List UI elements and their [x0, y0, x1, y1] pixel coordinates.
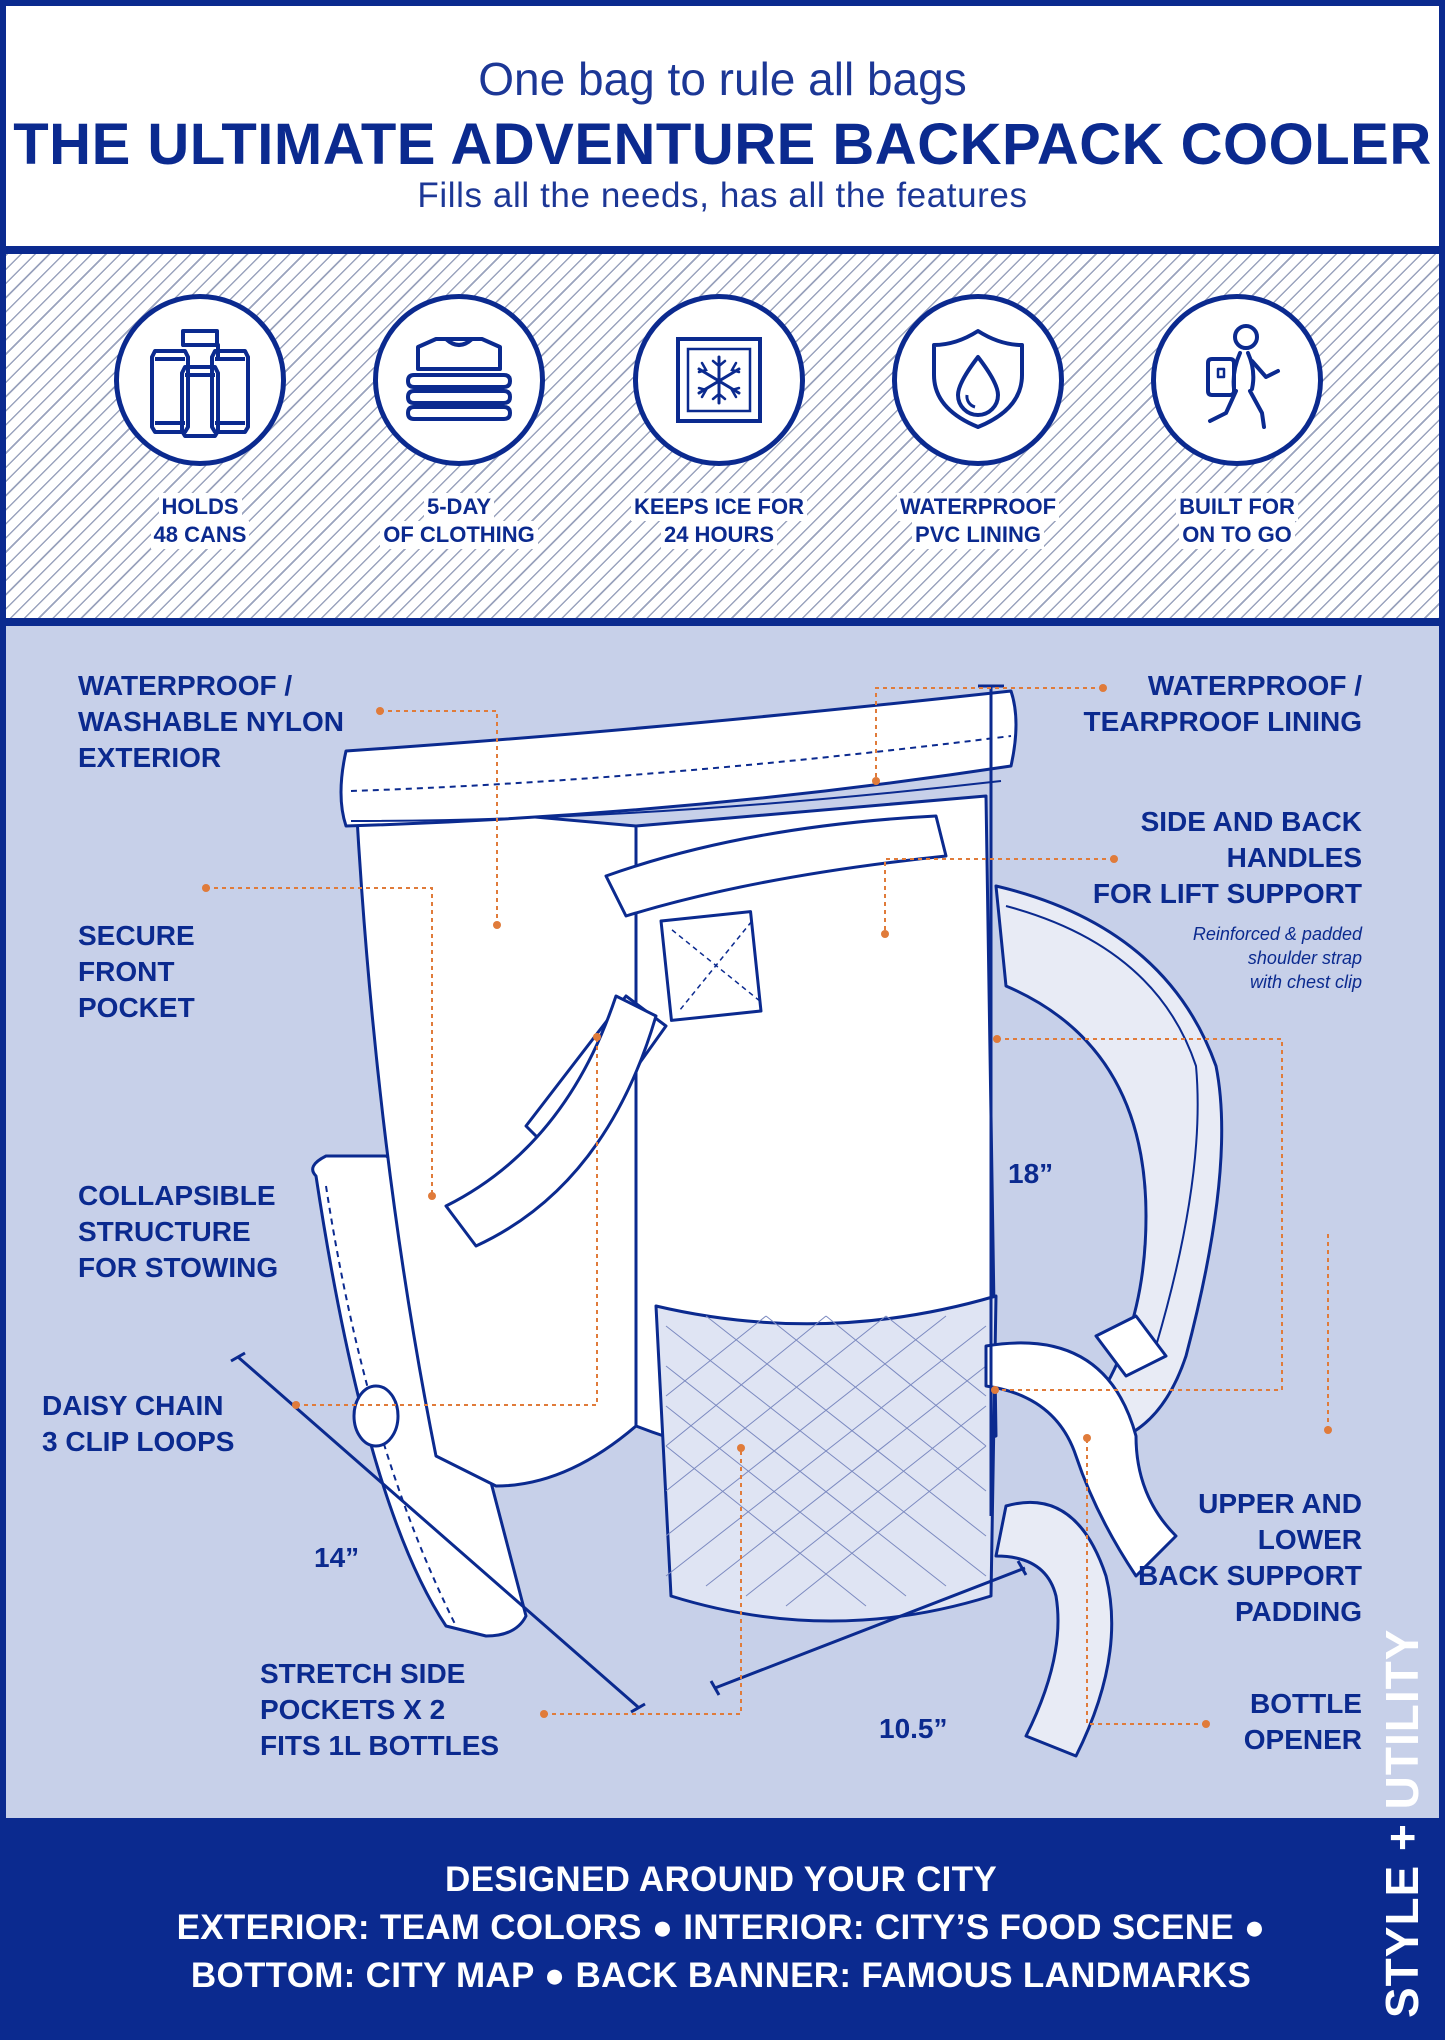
feature-cans: HOLDS 48 CANS — [80, 294, 320, 549]
footer-line-3: BOTTOM: CITY MAP ● BACK BANNER: FAMOUS L… — [190, 1956, 1252, 1995]
callout-front-pocket: SECURE FRONT POCKET — [78, 920, 195, 1023]
backpack-cooler-drawing — [202, 684, 1332, 1758]
feature-circle — [1151, 294, 1323, 466]
feature-clothing: 5-DAY OF CLOTHING — [339, 294, 579, 549]
feature-circle — [892, 294, 1064, 466]
callout-bottle-opener: BOTTLE OPENER — [1243, 1688, 1362, 1755]
tagline: One bag to rule all bags — [478, 53, 967, 105]
feature-label: HOLDS 48 CANS — [80, 493, 320, 549]
callout-daisy-chain: DAISY CHAIN 3 CLIP LOOPS — [42, 1390, 235, 1457]
feature-on-the-go: BUILT FOR ON TO GO — [1117, 294, 1357, 549]
cans-icon — [150, 329, 250, 438]
side-slogan: STYLE + UTILITY — [1375, 1629, 1429, 2018]
callout-collapsible: COLLAPSIBLE STRUCTURE FOR STOWING — [78, 1180, 279, 1283]
feature-label: 5-DAY OF CLOTHING — [339, 493, 579, 549]
features-band: HOLDS 48 CANS 5-DAY OF CLOTHING — [6, 254, 1439, 618]
dimension-height: 18” — [1008, 1158, 1054, 1189]
feature-label: BUILT FOR ON TO GO — [1117, 493, 1357, 549]
callout-lining: WATERPROOF / TEARPROOF LINING — [1083, 670, 1362, 737]
feature-ice: KEEPS ICE FOR 24 HOURS — [599, 294, 839, 549]
feature-circle — [114, 294, 286, 466]
header: One bag to rule all bags THE ULTIMATE AD… — [6, 6, 1439, 246]
callout-side-pockets: STRETCH SIDE POCKETS X 2 FITS 1L BOTTLES — [260, 1658, 500, 1761]
folded-clothing-icon — [406, 337, 512, 421]
hiker-icon — [1206, 324, 1280, 429]
feature-circle — [373, 294, 545, 466]
callout-handles: SIDE AND BACK HANDLES FOR LIFT SUPPORT — [1092, 806, 1362, 909]
footer-headline: DESIGNED AROUND YOUR CITY — [445, 1860, 997, 1899]
note-shoulder-strap: Reinforced & padded shoulder strap with … — [1192, 924, 1362, 992]
water-drop-shield-icon — [932, 329, 1024, 429]
callout-back-padding: UPPER AND LOWER BACK SUPPORT PADDING — [1137, 1488, 1362, 1627]
product-diagram: WATERPROOF / WASHABLE NYLON EXTERIOR SEC… — [6, 626, 1439, 1818]
feature-label: WATERPROOF PVC LINING — [858, 493, 1098, 549]
dimension-width: 10.5” — [879, 1713, 948, 1744]
feature-waterproof: WATERPROOF PVC LINING — [858, 294, 1098, 549]
snowflake-icon — [676, 337, 762, 423]
footer-banner: DESIGNED AROUND YOUR CITY EXTERIOR: TEAM… — [6, 1822, 1439, 2034]
callout-exterior: WATERPROOF / WASHABLE NYLON EXTERIOR — [78, 670, 344, 773]
feature-label: KEEPS ICE FOR 24 HOURS — [599, 493, 839, 549]
dimension-depth: 14” — [314, 1542, 360, 1573]
footer-line-2: EXTERIOR: TEAM COLORS ● INTERIOR: CITY’S… — [176, 1908, 1266, 1947]
feature-circle — [633, 294, 805, 466]
subtitle: Fills all the needs, has all the feature… — [417, 176, 1028, 215]
page-title: THE ULTIMATE ADVENTURE BACKPACK COOLER — [13, 112, 1432, 177]
